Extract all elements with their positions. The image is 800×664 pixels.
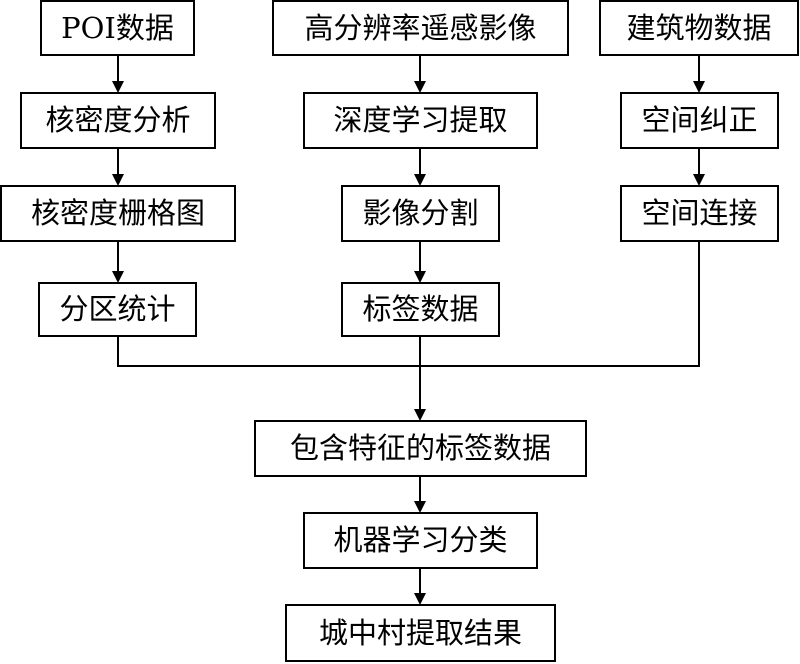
- node-machine-learning-classification: 机器学习分类: [303, 512, 538, 569]
- node-zonal-statistics: 分区统计: [38, 282, 197, 337]
- node-poi-data: POI数据: [40, 0, 195, 56]
- node-spatial-correction: 空间纠正: [620, 92, 779, 149]
- node-label-data: 标签数据: [341, 282, 500, 337]
- node-image-segmentation: 影像分割: [341, 185, 500, 242]
- node-deep-learning-extraction: 深度学习提取: [303, 92, 538, 149]
- node-spatial-join: 空间连接: [620, 185, 779, 242]
- node-urban-village-extraction-result: 城中村提取结果: [285, 604, 556, 662]
- node-building-data: 建筑物数据: [599, 0, 799, 56]
- node-label-data-with-features: 包含特征的标签数据: [254, 420, 587, 477]
- node-kernel-density-raster: 核密度栅格图: [0, 185, 236, 242]
- node-kernel-density-analysis: 核密度分析: [20, 92, 216, 149]
- connector-connect-merge: [420, 242, 700, 367]
- connector-zonal-merge: [117, 337, 420, 367]
- node-remote-sensing-image: 高分辨率遥感影像: [272, 0, 569, 56]
